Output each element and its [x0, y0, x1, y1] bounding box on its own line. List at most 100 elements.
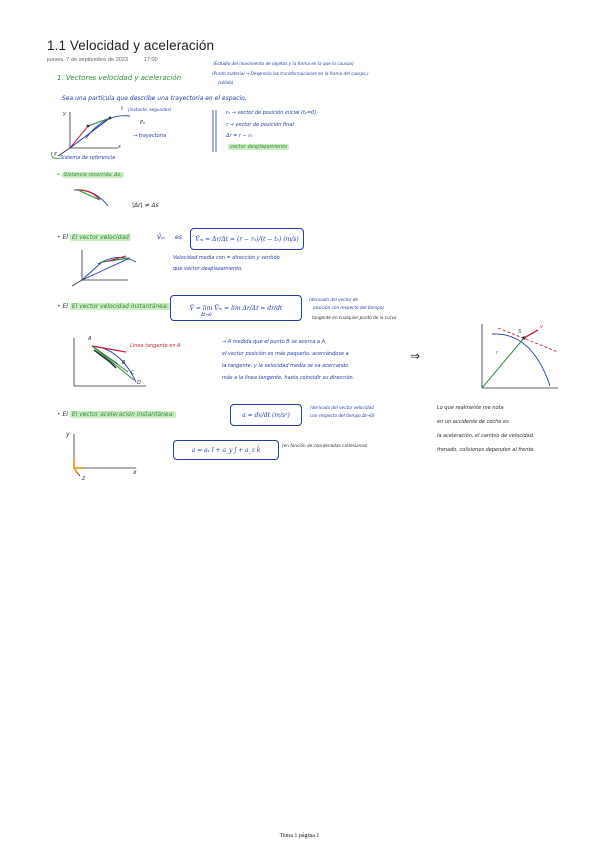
acc-components: a = aₓ î + a_y ĵ + a_z k̂ [191, 446, 261, 454]
fig1-p0: P₀ [140, 120, 146, 126]
acc-note2: con respecto del tiempo Δt→0) [310, 413, 375, 418]
figure-distance [73, 189, 109, 207]
vt-point [522, 336, 526, 340]
vm-row: • El El vector velocidad [57, 234, 131, 241]
fig4-a: A [88, 336, 92, 342]
fig4-c: C [131, 370, 135, 376]
dist-arc [77, 189, 101, 201]
vi-formula-box: V̄ = lim V̄ₘ = lim Δr/Δt = dr/dt [170, 295, 302, 321]
acc-formula-box: a = dv/dt (m/s²) [230, 404, 302, 426]
brace-lines [212, 110, 217, 152]
page-meta: jueves, 7 de septiembre de 2023 17:00 [47, 57, 172, 63]
fig1-axis-z: z [54, 151, 57, 157]
figure-velocity-tangent [481, 324, 559, 389]
figure-trajectory [51, 112, 131, 159]
fig5-v: v [540, 324, 543, 330]
vi-row: • El El vector velocidad instantánea: [57, 303, 171, 310]
fig4-b: B [122, 360, 126, 366]
implies-arrow: ⇒ [410, 349, 421, 363]
acc-formula: a = dv/dt (m/s²) [242, 411, 290, 419]
page-footer: Tema 1 página 1 [279, 833, 320, 839]
figure-axes-acc [73, 434, 136, 477]
point-p0 [86, 124, 90, 128]
acc-el: El [62, 411, 70, 418]
vm-sym: V̄ₘ [157, 234, 165, 241]
right-note1: Lo que realmente me nota [437, 405, 504, 411]
vm-formula: V̄ₘ = Δr/Δt = (r − r₀)/(t − t₀) (m/s) [195, 235, 299, 243]
acc-row: • El El vector aceleración instantánea: [57, 411, 177, 418]
figure-tangent [73, 338, 146, 387]
axis-z-line [57, 147, 71, 157]
vi-label: El vector velocidad instantánea: [69, 303, 171, 310]
fig1-tray: → trayectoria [133, 133, 167, 139]
chord-d [91, 345, 135, 381]
intro-text: Sea una partícula que describe una traye… [62, 95, 247, 102]
dist-chord [77, 189, 101, 201]
acc-axis-label-y: y [66, 431, 70, 438]
vi-lim: Δt→0 [201, 312, 212, 317]
par-line4: más a la línea tangente, hasta coincidir… [222, 375, 355, 381]
fig1-t-note: (instante, segundos) [128, 107, 172, 112]
fig1-axis-y: y [63, 111, 66, 117]
vi-formula: V̄ = lim V̄ₘ = lim Δr/Δt = dr/dt [189, 304, 283, 312]
r0-definition: r₀ → vector de posición inicial (t₀=0) [226, 110, 317, 116]
page-date: jueves, 7 de septiembre de 2023 [47, 57, 129, 63]
acc-axis-label-x: x [133, 469, 137, 476]
tangent-line [91, 345, 127, 353]
tangent-note: Línea tangente en A [130, 343, 181, 349]
vi-note3: tangente en cualquier punto de la curva [312, 315, 397, 320]
vm-r [81, 257, 131, 281]
dist-text: Distancia recorrida, Δs, [61, 172, 124, 178]
note-top2: (Punto material → Desprecio las transfor… [212, 71, 369, 76]
section1-heading: 1. Vectores velocidad y aceleración [57, 74, 181, 83]
vm-axis-z [71, 279, 83, 287]
par-line3: la tangente, y la velocidad media se va … [222, 363, 349, 369]
page-time: 17:00 [143, 57, 158, 63]
approach-arrow [93, 349, 117, 369]
vt-velocity [523, 329, 539, 339]
acc-label: El vector aceleración instantánea: [69, 411, 177, 418]
right-note2: en un accidente de coche es [437, 419, 509, 425]
fig4-d: D [137, 380, 141, 386]
vi-note1: (derivada del vector de [309, 297, 358, 302]
fig1-sistema: Sistema de referencia [60, 155, 116, 161]
vm-formula-box: V̄ₘ = Δr/Δt = (r − r₀)/(t − t₀) (m/s) [190, 228, 304, 250]
vm-r0 [81, 261, 103, 281]
figure-vm [71, 250, 137, 287]
fig1-axis-x: x [118, 144, 121, 150]
vm-el: El [62, 234, 70, 241]
dr-definition: Δr = r − r₀ [226, 133, 253, 139]
disp-definition: vector desplazamiento [228, 144, 290, 151]
unit-k [73, 467, 79, 475]
page-title: 1.1 Velocidad y aceleración [47, 38, 215, 53]
vm-velocity [107, 255, 127, 262]
vm-note2: que vector desplazamiento. [173, 266, 243, 272]
vt-curve [491, 333, 551, 387]
vector-dr [87, 117, 111, 127]
acc-axis-label-z: z [82, 475, 86, 482]
vi-note2: posición con respecto del tiempo) [313, 305, 385, 310]
acc-note1: (derivada del vector velocidad [310, 405, 374, 410]
dist-eq: |Δr| ≠ Δs [132, 202, 159, 209]
vector-r0 [69, 125, 89, 149]
vm-label: El vector velocidad [69, 234, 131, 241]
fig5-s: S [518, 329, 522, 335]
point-p [108, 116, 112, 120]
vm-dr [101, 257, 131, 263]
note-top2-sub: (sólido) [218, 80, 234, 85]
fig1-t: t [121, 106, 123, 112]
vm-note1: Velocidad media con = dirección y sentid… [173, 255, 280, 261]
vm-es: es [175, 234, 182, 241]
note-top1: (Estudio del movimiento de objetos y la … [213, 61, 354, 66]
dist-label-row: • Distancia recorrida, Δs, [57, 172, 124, 178]
vector-r [69, 117, 111, 149]
vi-el: El [62, 303, 70, 310]
right-note3: la aceleración, el cambio de velocidad. [437, 433, 535, 439]
fig5-r: r [496, 350, 499, 356]
par-line2: el vector posición es más pequeño, acerc… [222, 351, 349, 357]
acc-components-box: a = aₓ î + a_y ĵ + a_z k̂ [173, 440, 279, 460]
par-line1: → A medida que el punto B se acerca a A, [222, 339, 327, 345]
right-note4: frenado, colisiones dependen al frente. [437, 447, 536, 453]
disp-text: vector desplazamiento [228, 144, 290, 150]
